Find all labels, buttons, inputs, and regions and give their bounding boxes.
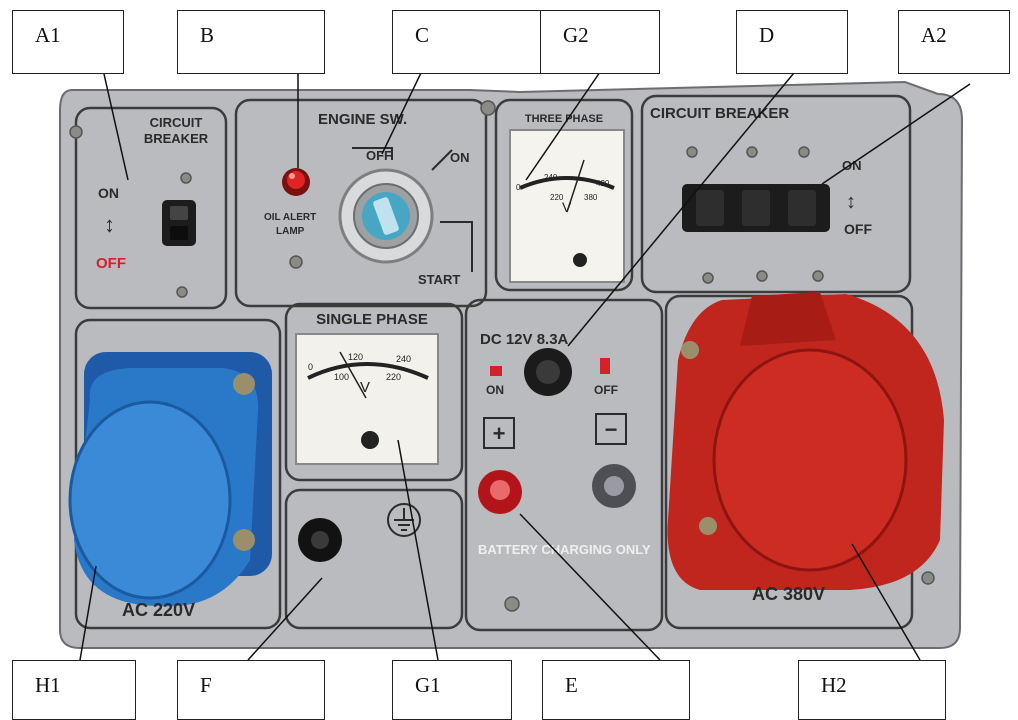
cb3-updown-arrow-icon: ↕ bbox=[846, 191, 856, 213]
dc-negative-terminal[interactable] bbox=[592, 464, 636, 508]
plus-box bbox=[483, 417, 515, 449]
key-start-label: START bbox=[418, 272, 460, 287]
meter1-tick-220: 220 bbox=[386, 372, 401, 382]
callout-d: D bbox=[736, 10, 848, 74]
ac-380v-socket[interactable] bbox=[667, 292, 944, 590]
single-phase-voltmeter bbox=[295, 333, 439, 465]
ground-terminal[interactable] bbox=[298, 518, 342, 562]
key-on-marker bbox=[431, 149, 453, 171]
ground-icon bbox=[387, 503, 421, 537]
dc-on-indicator bbox=[490, 366, 502, 376]
battery-charging-label: BATTERY CHARGING ONLY bbox=[478, 542, 651, 557]
callout-h1: H1 bbox=[12, 660, 136, 720]
callout-b: B bbox=[177, 10, 325, 74]
meter3-unit: V bbox=[562, 199, 572, 215]
meter3-tick-420: 420 bbox=[596, 179, 610, 188]
dc-rating-label: DC 12V 8.3A bbox=[480, 331, 569, 348]
callout-h2: H2 bbox=[798, 660, 946, 720]
dc-positive-terminal[interactable] bbox=[478, 470, 522, 514]
minus-box bbox=[595, 413, 627, 445]
single-phase-title: SINGLE PHASE bbox=[316, 311, 428, 328]
dc-off-indicator bbox=[600, 358, 610, 374]
engine-sw-title: ENGINE SW. bbox=[318, 111, 407, 128]
meter1-tick-120: 120 bbox=[348, 352, 363, 362]
meter1-unit: V bbox=[360, 379, 370, 396]
ac-220v-socket[interactable] bbox=[68, 352, 272, 607]
cb-on-label: ON bbox=[98, 185, 119, 201]
ac-220v-label: AC 220V bbox=[122, 600, 195, 620]
callout-e: E bbox=[542, 660, 690, 720]
plus-sign: + bbox=[493, 421, 506, 446]
dc-off-label: OFF bbox=[594, 383, 618, 397]
leader-lines bbox=[79, 39, 971, 661]
ignition-key-switch[interactable] bbox=[338, 168, 434, 264]
three-phase-title: THREE PHASE bbox=[525, 113, 603, 125]
key-off-marker bbox=[352, 147, 393, 160]
three-phase-voltmeter bbox=[509, 129, 625, 283]
cb3-off-label: OFF bbox=[844, 221, 872, 237]
meter3-tick-240: 240 bbox=[544, 173, 558, 182]
oil-alert-line2: LAMP bbox=[276, 226, 305, 237]
cb3-on-label: ON bbox=[842, 158, 862, 173]
cb-off-label: OFF bbox=[96, 255, 126, 272]
callout-a1: A1 bbox=[12, 10, 124, 74]
meter1-tick-0: 0 bbox=[308, 362, 313, 372]
callout-g1: G1 bbox=[392, 660, 512, 720]
key-start-marker bbox=[440, 221, 473, 272]
cb-title-line2: BREAKER bbox=[144, 131, 209, 146]
updown-arrow-icon: ↕ bbox=[104, 212, 115, 237]
oil-alert-line1: OIL ALERT bbox=[264, 212, 316, 223]
callout-a2: A2 bbox=[898, 10, 1010, 74]
circuit-breaker-title: CIRCUIT BREAKER bbox=[650, 105, 789, 122]
callout-f: F bbox=[177, 660, 325, 720]
oil-alert-lamp bbox=[282, 168, 310, 196]
dc-on-label: ON bbox=[486, 383, 504, 397]
callout-g2: G2 bbox=[540, 10, 660, 74]
minus-sign: − bbox=[605, 417, 618, 442]
cb-title-line1: CIRCUIT bbox=[150, 115, 203, 130]
callout-c: C bbox=[392, 10, 542, 74]
three-pole-circuit-breaker[interactable] bbox=[682, 184, 830, 232]
meter3-tick-220: 220 bbox=[550, 193, 564, 202]
key-on-label: ON bbox=[450, 150, 470, 165]
key-off-label: OFF bbox=[366, 148, 392, 163]
panel-screws bbox=[69, 100, 935, 612]
dc-fuse-button[interactable] bbox=[524, 348, 572, 396]
meter3-tick-380: 380 bbox=[584, 193, 598, 202]
ac-380v-label: AC 380V bbox=[752, 584, 825, 604]
meter3-tick-0: 0 bbox=[516, 183, 521, 192]
meter1-tick-100: 100 bbox=[334, 372, 349, 382]
single-circuit-breaker-switch[interactable] bbox=[162, 200, 196, 246]
meter1-tick-240: 240 bbox=[396, 354, 411, 364]
